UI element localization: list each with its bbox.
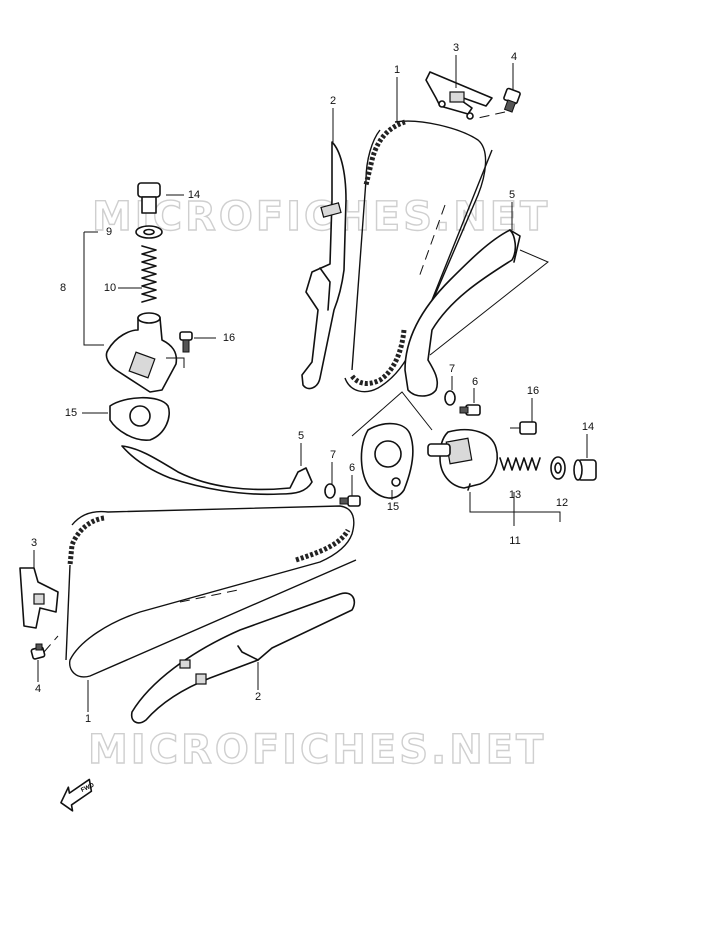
upper-fixed-guide xyxy=(301,141,347,390)
right-plug-14 xyxy=(573,459,597,481)
callout-left-bolt-16: 16 xyxy=(223,332,235,344)
fwd-label: FWD xyxy=(80,782,96,793)
callout-mid-guide-5: 5 xyxy=(298,430,304,442)
callout-top-washer-7: 7 xyxy=(449,363,455,375)
callout-mid-bolt-6: 6 xyxy=(349,462,355,474)
left-bolt-16 xyxy=(179,331,193,353)
callout-top-bolt: 4 xyxy=(511,51,517,63)
callout-top-bolt-16: 16 xyxy=(527,385,539,397)
callout-left-washer-9: 9 xyxy=(106,226,112,238)
upper-chain-bracket xyxy=(425,71,493,120)
middle-bolt-6 xyxy=(339,495,361,507)
callout-top-bracket: 3 xyxy=(453,42,459,54)
upper-bolt-6 xyxy=(459,404,481,416)
callout-left-assy-8: 8 xyxy=(60,282,66,294)
callout-right-gasket-15: 15 xyxy=(387,501,399,513)
middle-tensioner-guide xyxy=(121,445,313,496)
callout-top-plug-14: 14 xyxy=(582,421,594,433)
upper-bracket-bolt xyxy=(477,87,521,119)
fwd-arrow-icon: FWD xyxy=(60,778,96,812)
callout-left-gasket-15: 15 xyxy=(65,407,77,419)
left-tensioner-gasket xyxy=(109,396,170,441)
upper-tensioner-guide xyxy=(404,229,549,397)
middle-washer-7 xyxy=(324,483,336,499)
right-tensioner-gasket xyxy=(351,391,433,499)
callout-mid-washer-7: 7 xyxy=(330,449,336,461)
left-plug-14 xyxy=(137,182,161,214)
upper-washer-7 xyxy=(444,390,456,406)
callout-top-chain: 1 xyxy=(394,64,400,76)
right-washer-12 xyxy=(550,456,566,480)
right-bolt-16 xyxy=(504,421,537,435)
watermark-bottom: MICROFICHES.NET xyxy=(88,727,546,773)
left-tensioner-body xyxy=(105,312,178,393)
callout-right-washer-12: 12 xyxy=(556,497,568,509)
callout-low-bracket-3: 3 xyxy=(31,537,37,549)
upper-cam-chain xyxy=(344,119,493,393)
callout-right-spring-13: 13 xyxy=(509,489,521,501)
callout-low-guide-2: 2 xyxy=(255,691,261,703)
left-spring-10 xyxy=(141,245,157,303)
left-washer-9 xyxy=(135,225,163,239)
callout-top-bolt-6: 6 xyxy=(472,376,478,388)
callout-left-spring-10: 10 xyxy=(104,282,116,294)
lower-cam-chain xyxy=(65,505,357,678)
lower-chain-bracket xyxy=(19,567,59,629)
callout-top-guide: 2 xyxy=(330,95,336,107)
lower-bracket-bolt xyxy=(30,635,59,660)
callout-left-plug-14: 14 xyxy=(188,189,200,201)
callout-top-guide-5: 5 xyxy=(509,189,515,201)
callout-low-bolt-4: 4 xyxy=(35,683,41,695)
lower-fixed-guide xyxy=(130,592,356,724)
right-tensioner-assembly xyxy=(427,428,498,491)
callout-right-assy-11: 11 xyxy=(509,535,520,547)
callout-low-chain-1: 1 xyxy=(85,713,91,725)
right-spring-13 xyxy=(499,457,541,471)
